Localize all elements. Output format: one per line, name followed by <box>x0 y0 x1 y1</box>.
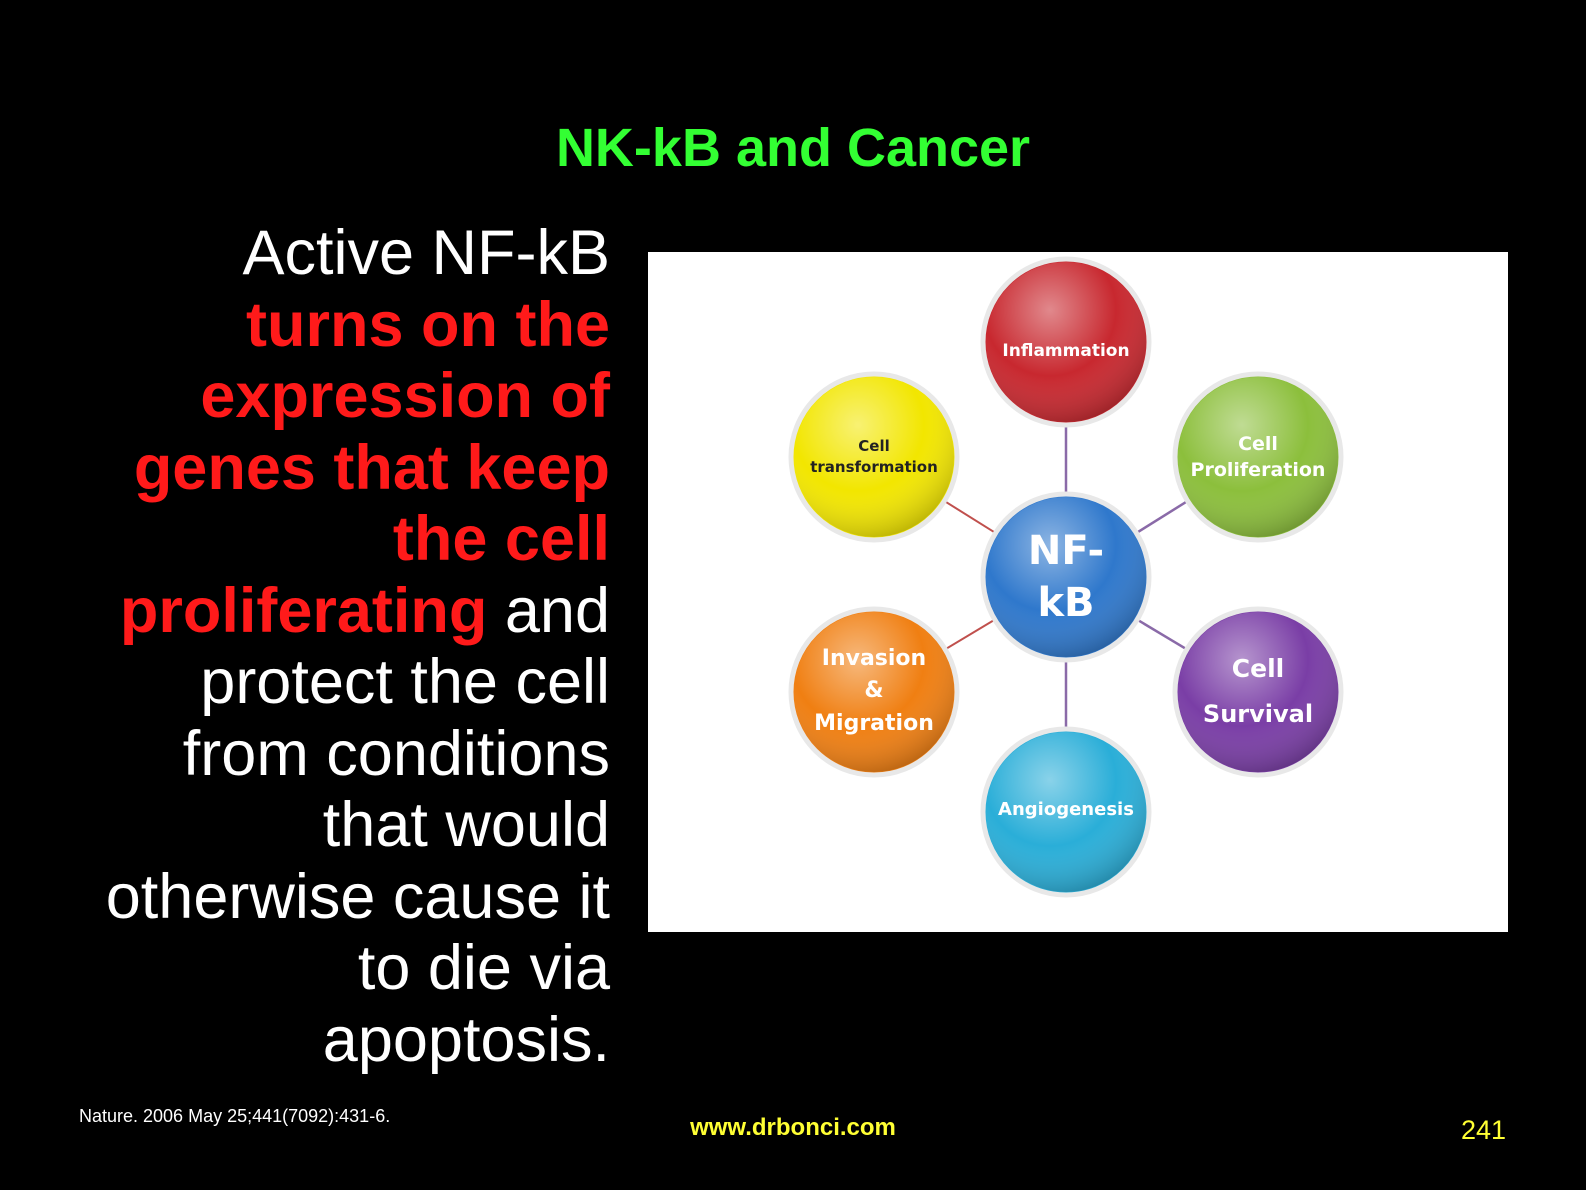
node-cell-transformation: Cell transformation <box>788 371 960 543</box>
node-label-proliferation: Proliferation <box>1191 459 1326 481</box>
node-nf-kb-center: NF- kB <box>980 491 1152 663</box>
center-label-nf: NF- <box>1028 528 1104 574</box>
node-cell-survival: Cell Survival <box>1172 606 1344 778</box>
body-text-intro: Active NF-kB <box>242 218 610 288</box>
node-label-cell: Cell <box>1238 433 1278 455</box>
body-text: Active NF-kB turns on the expression of … <box>90 218 610 1076</box>
node-label-inflammation: Inflammation <box>1002 341 1129 361</box>
citation: Nature. 2006 May 25;441(7092):431-6. <box>79 1106 391 1126</box>
node-label-migration: Migration <box>814 711 934 736</box>
node-label-transformation: transformation <box>810 458 938 476</box>
node-inflammation: Inflammation <box>980 256 1152 428</box>
body-text-highlight: turns on the expression of genes that ke… <box>119 289 610 646</box>
node-cell-proliferation: Cell Proliferation <box>1172 371 1344 543</box>
slide-title: NK-kB and Cancer <box>555 118 1031 178</box>
website-link[interactable]: www.drbonci.com <box>690 1114 896 1141</box>
node-label-cell: Cell <box>1232 654 1284 683</box>
node-label-survival: Survival <box>1203 700 1313 728</box>
node-angiogenesis: Angiogenesis <box>980 726 1152 898</box>
node-label-cell: Cell <box>858 437 889 455</box>
body-text-conclusion: and protect the cell from conditions tha… <box>105 575 610 1075</box>
node-label-angiogenesis: Angiogenesis <box>998 799 1134 820</box>
center-label-kb: kB <box>1037 580 1094 626</box>
page-number: 241 <box>1460 1115 1506 1145</box>
nfkb-diagram: Inflammation Cell Proliferation Cell Sur… <box>648 252 1508 932</box>
node-invasion-migration: Invasion & Migration <box>788 606 960 778</box>
node-label-ampersand: & <box>864 678 883 703</box>
node-label-invasion: Invasion <box>822 646 926 671</box>
nfkb-diagram-svg: Inflammation Cell Proliferation Cell Sur… <box>788 256 1344 898</box>
